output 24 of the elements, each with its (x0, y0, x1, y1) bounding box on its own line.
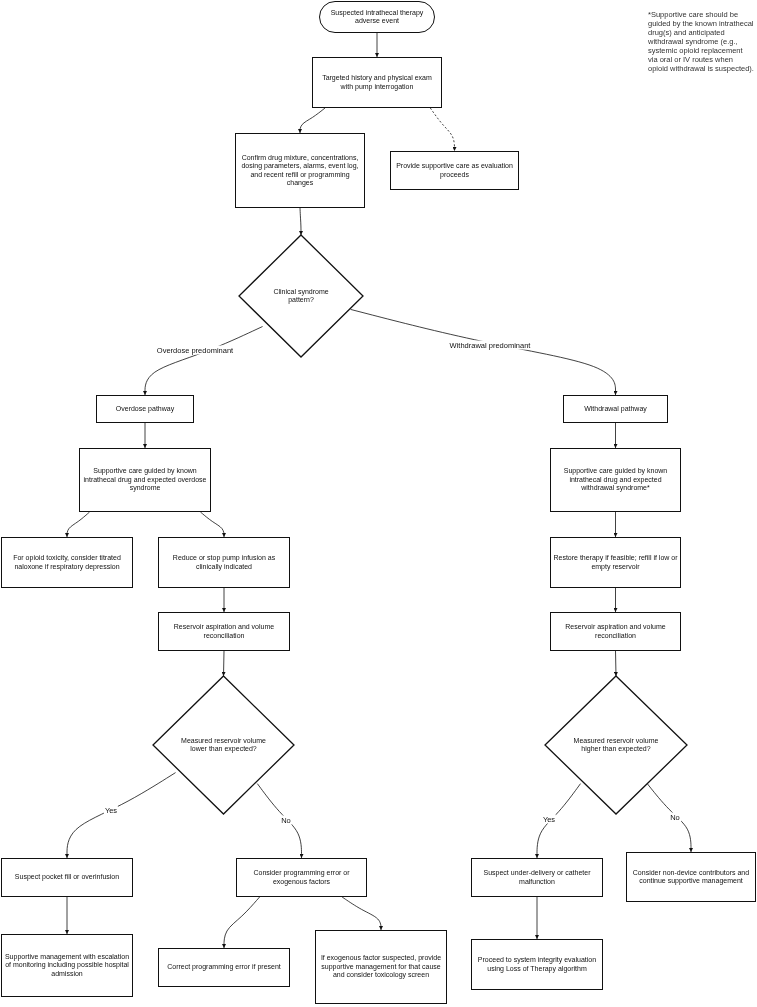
process-box (79, 448, 211, 512)
decision-diamond (153, 676, 294, 814)
decision-diamond (239, 235, 363, 357)
process-box (312, 57, 442, 108)
process-box (471, 858, 603, 897)
process-box (158, 948, 290, 987)
process-box (471, 939, 603, 990)
process-box (550, 448, 681, 512)
process-box (236, 858, 367, 897)
process-box (390, 151, 519, 190)
process-box (550, 612, 681, 651)
start-terminal (319, 1, 435, 33)
process-box (1, 934, 133, 997)
process-box (550, 537, 681, 588)
process-box (626, 852, 756, 902)
process-box (563, 395, 668, 423)
process-box (235, 133, 365, 208)
process-box (158, 537, 290, 588)
process-box (1, 858, 133, 897)
decision-diamond (545, 676, 687, 814)
process-box (315, 930, 447, 1004)
process-box (1, 537, 133, 588)
process-box (96, 395, 194, 423)
process-box (158, 612, 290, 651)
